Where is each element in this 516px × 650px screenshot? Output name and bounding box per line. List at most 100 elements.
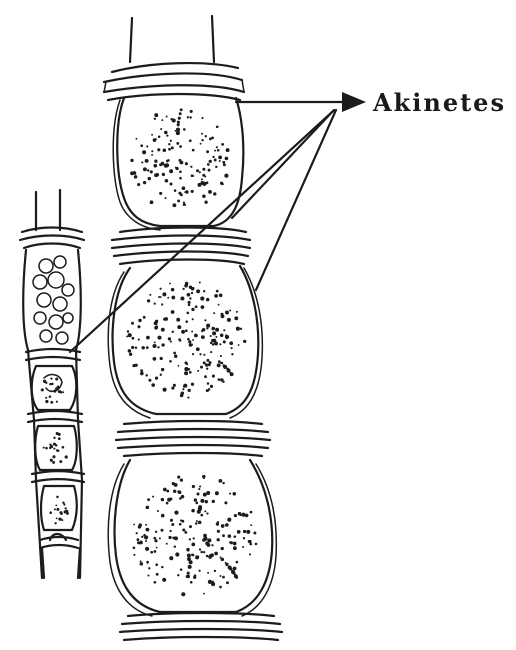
stipple-dot [217,363,221,367]
stipple-dot [153,537,156,540]
stipple-dot [156,573,159,576]
vegetative-cells [33,256,74,344]
stipple-dot [181,592,185,596]
stipple-dot [212,343,214,345]
stipple-dot [140,144,143,147]
stipple-dot [220,156,222,158]
stipple-dot [141,536,143,538]
stipple-dot [191,509,195,513]
stipple-dot [56,518,58,520]
bottom-septum [120,613,282,640]
stipple-dot [180,296,184,300]
stipple-dot [53,448,55,450]
stipple-dot [207,572,209,574]
stipple-dot [174,545,176,547]
stipple-dot [221,183,223,185]
stipple-dot [179,112,182,115]
stipple-dot [156,547,158,549]
stipple-dot [224,174,228,178]
stipple-dot [196,347,200,351]
stipple-dot [203,354,205,356]
stipple-dot [187,557,191,561]
stipple-dot [222,482,224,484]
stipple-dot [206,359,209,362]
stipple-dot [206,368,208,370]
stipple-dot [198,488,200,490]
stipple-dot [220,362,222,364]
stipple-dot [220,355,222,357]
stipple-dot [56,449,59,452]
stipple-dot [213,192,216,195]
stipple-dot [190,166,192,168]
stipple-dot [151,383,155,387]
stipple-dot [173,490,176,493]
stipple-dot [161,529,164,532]
stipple-dot [191,543,195,547]
stipple-dot [214,150,216,152]
stipple-dot [55,377,58,380]
stipple-dot [166,116,168,118]
stipple-dot [50,401,53,404]
stipple-dot [137,183,140,186]
stipple-dot [235,576,238,579]
stipple-dot [196,289,200,293]
stipple-dot [174,511,178,515]
stipple-dot [201,133,203,135]
stipple-dot [188,304,191,307]
stipple-dot [250,543,253,546]
stipple-dot [211,327,215,331]
stipple-dot [217,530,220,533]
stipple-dot [191,174,194,177]
stipple-dot [169,169,173,173]
stipple-dot [214,570,216,572]
stipple-dot [195,555,199,559]
stipple-dot [184,371,188,375]
stipple-dot [173,352,176,355]
stipple-dot [137,538,140,541]
stipple-dot [208,555,212,559]
stipple-dot [187,397,189,399]
stipple-dot [199,353,201,355]
stipple-dot [210,351,212,353]
stipple-dot [171,296,175,300]
stipple-dot [229,493,231,495]
stipple-dot [248,540,252,544]
stipple-dot [171,146,174,149]
stipple-dot [146,145,148,147]
stipple-dot [133,547,136,550]
stipple-dot [55,444,57,446]
stipple-dot [182,288,184,290]
stipple-dot [173,384,176,387]
stipple-dot [229,567,232,570]
stipple-dot [56,508,59,511]
stipple-dot [143,181,146,184]
stipple-dot [151,150,153,152]
small-akinete-1 [32,366,77,410]
stipple-dot [174,189,177,192]
stipple-dot [210,335,212,337]
stipple-dot [149,294,151,296]
stipple-dot [145,528,147,530]
stipple-dot [45,400,48,403]
stipple-dot [66,512,69,515]
stipple-dot [160,357,163,360]
stipple-dot [129,353,132,356]
stipple-dot [155,563,158,566]
stipple-dot [227,369,231,373]
stipple-dot [50,445,53,448]
stipple-dot [209,361,212,364]
stipple-dot [217,149,220,152]
stipple-dot [161,343,164,346]
stipple-dot [166,490,169,493]
stipple-dot [45,447,48,450]
stipple-dot [223,329,225,331]
stipple-dot [227,518,231,522]
stipple-dot [182,528,185,531]
stipple-dot [170,519,173,522]
stipple-dot [154,321,158,325]
stipple-dot [208,190,212,194]
stipple-dot [219,479,223,483]
stipple-dot [219,343,221,345]
stipple-dot [212,500,215,503]
stipple-dot [191,554,194,557]
